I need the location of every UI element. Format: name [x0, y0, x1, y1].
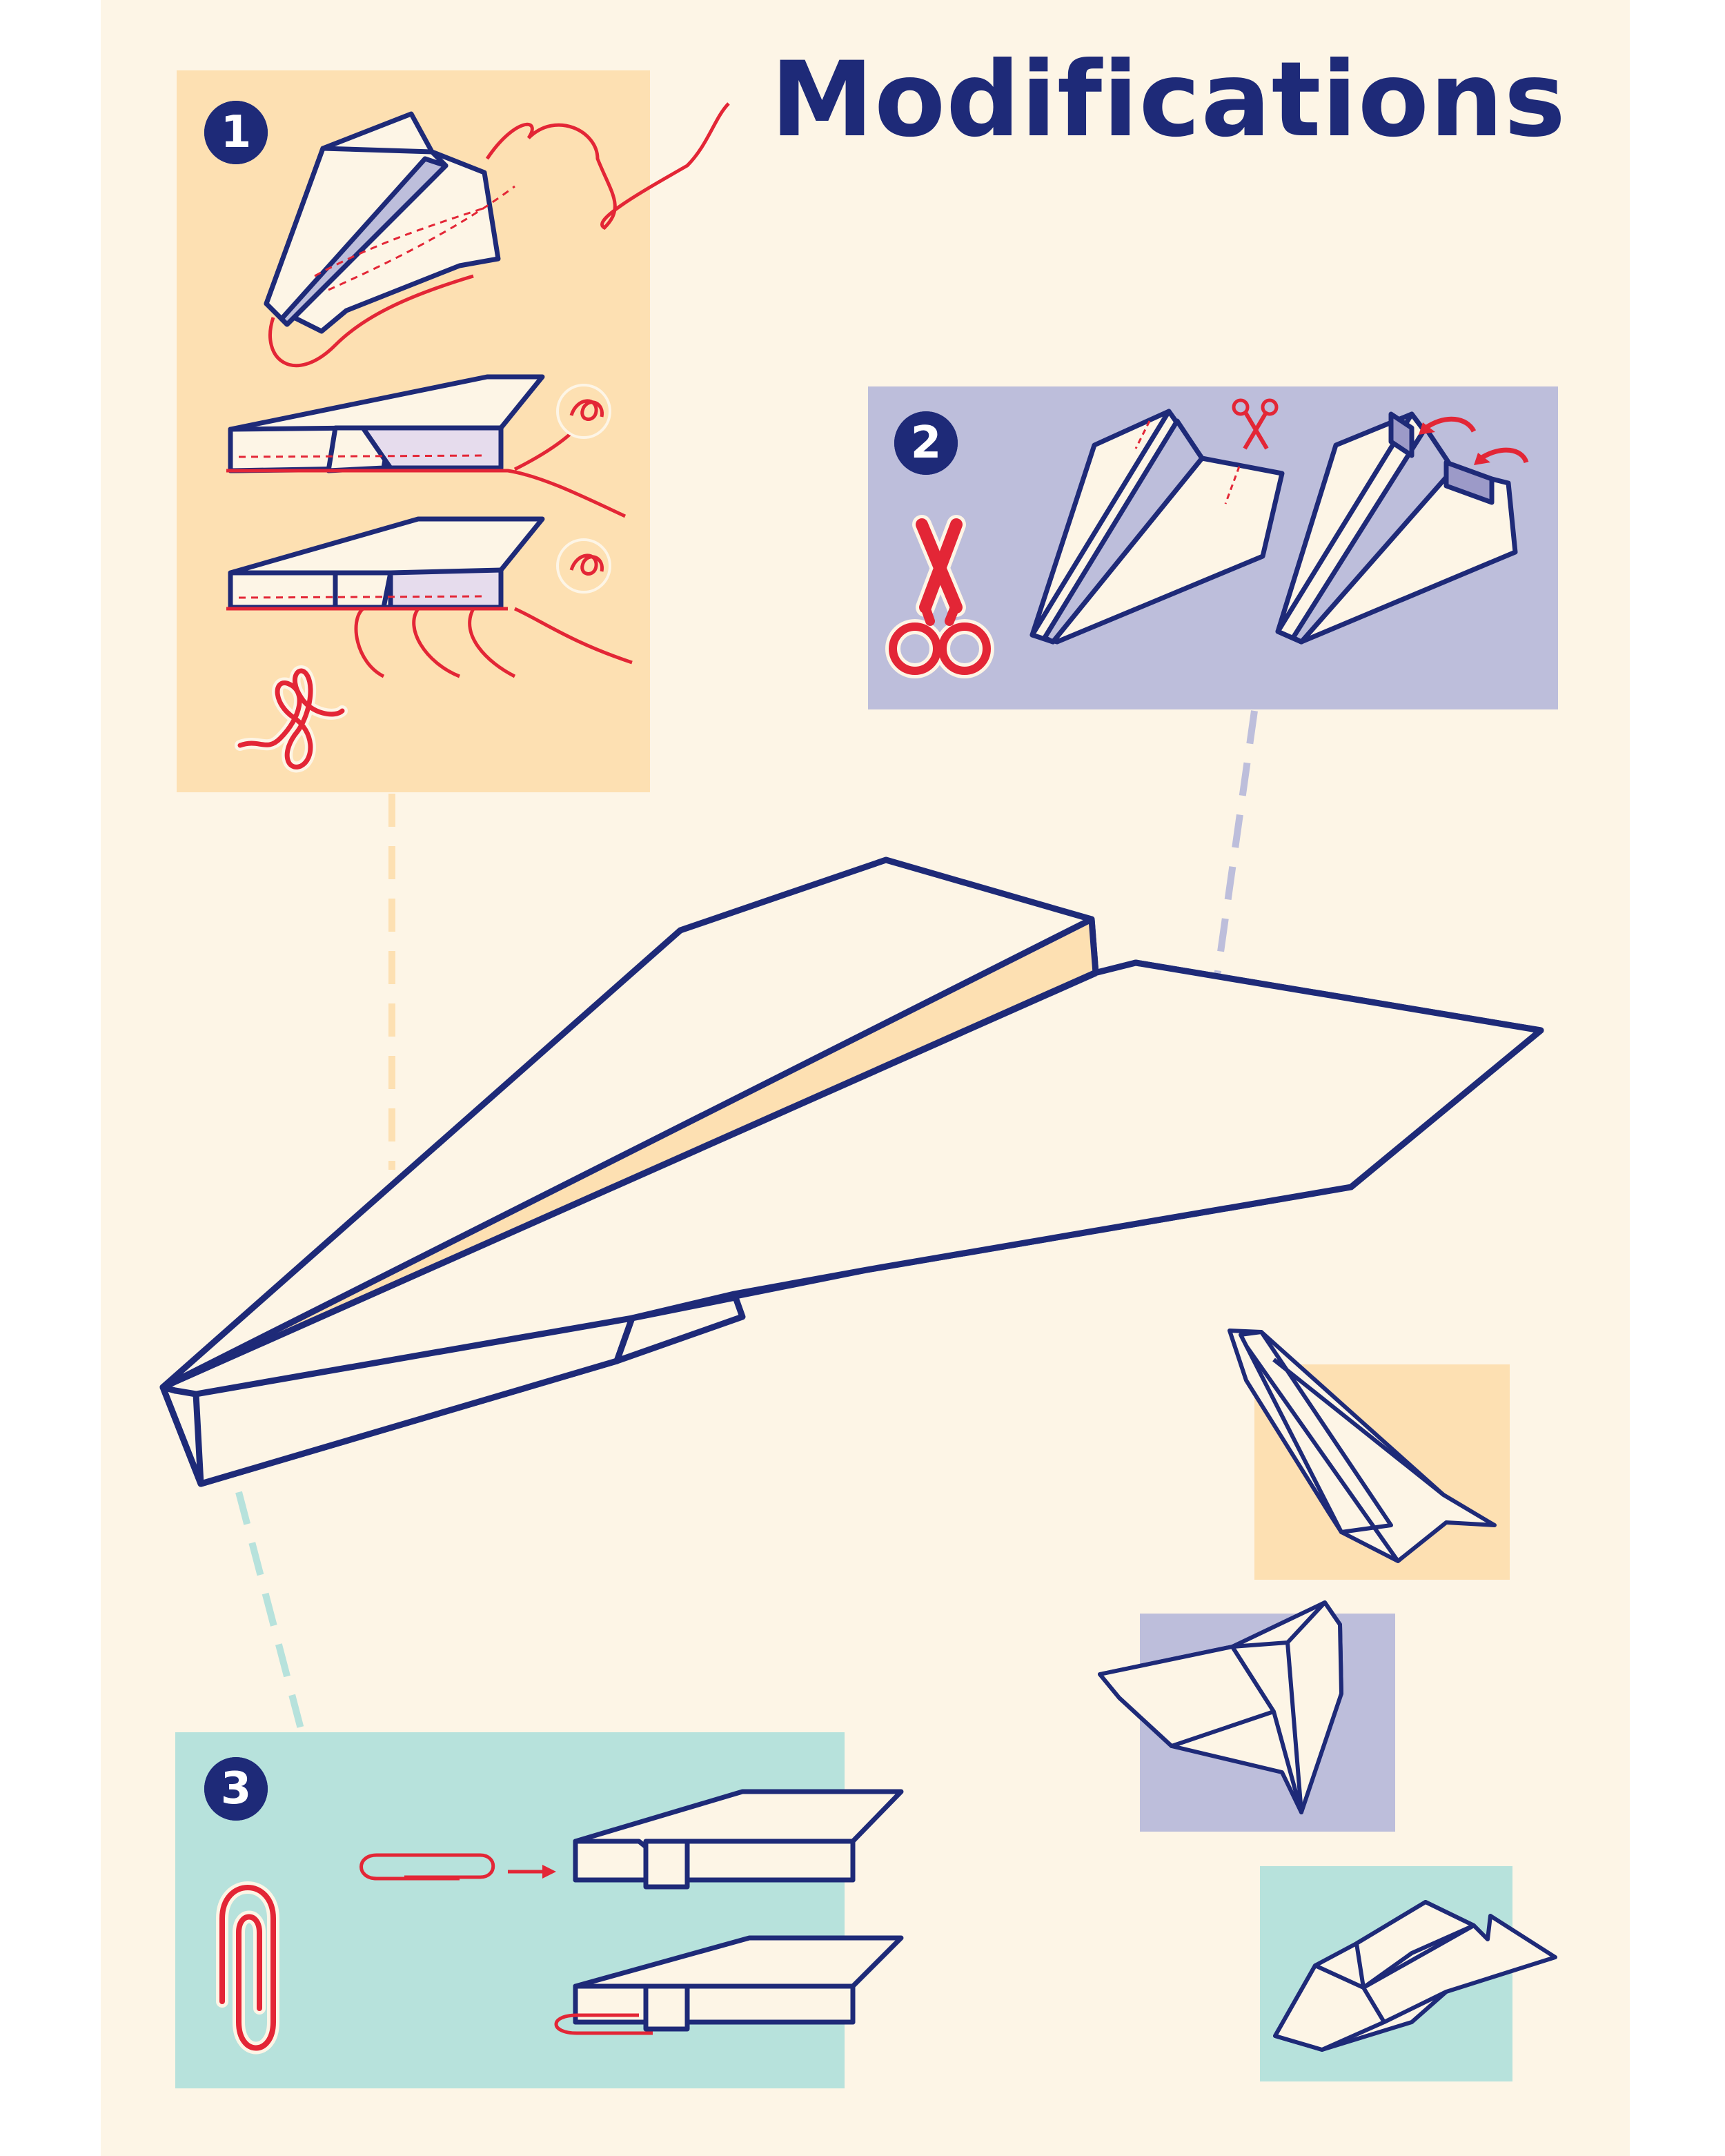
main-plane-tip — [161, 1384, 197, 1398]
connector-2 — [1214, 710, 1258, 977]
main-plane — [159, 856, 1544, 1487]
connector-3 — [235, 1491, 304, 1730]
panel-2-illustrations — [885, 398, 1529, 678]
panel-3 — [175, 1732, 845, 2088]
step-3-badge: 3 — [204, 1757, 268, 1821]
poster: Modifications — [101, 0, 1630, 2156]
page-title: Modifications — [770, 40, 1566, 160]
step-1-badge: 1 — [204, 101, 268, 164]
scissors-icon — [885, 515, 994, 678]
main-plane-fold-flap — [613, 1294, 746, 1364]
thumbnail-1-plane — [1228, 1329, 1497, 1563]
thumbnail-3-plane — [1273, 1900, 1557, 2052]
main-plane-keel-edge — [159, 1386, 204, 1485]
main-plane-fold-line — [161, 970, 1097, 1391]
step-2-badge: 2 — [894, 411, 958, 475]
panel-1-illustrations — [204, 101, 730, 773]
thumbnail-2-plane — [1098, 1600, 1343, 1814]
string-coil-icon — [235, 665, 348, 773]
panel-3-illustrations — [204, 1757, 904, 2055]
paperclip-icon — [216, 1881, 279, 2055]
string-curve-1 — [485, 102, 730, 231]
diagram-canvas — [159, 70, 1558, 2088]
